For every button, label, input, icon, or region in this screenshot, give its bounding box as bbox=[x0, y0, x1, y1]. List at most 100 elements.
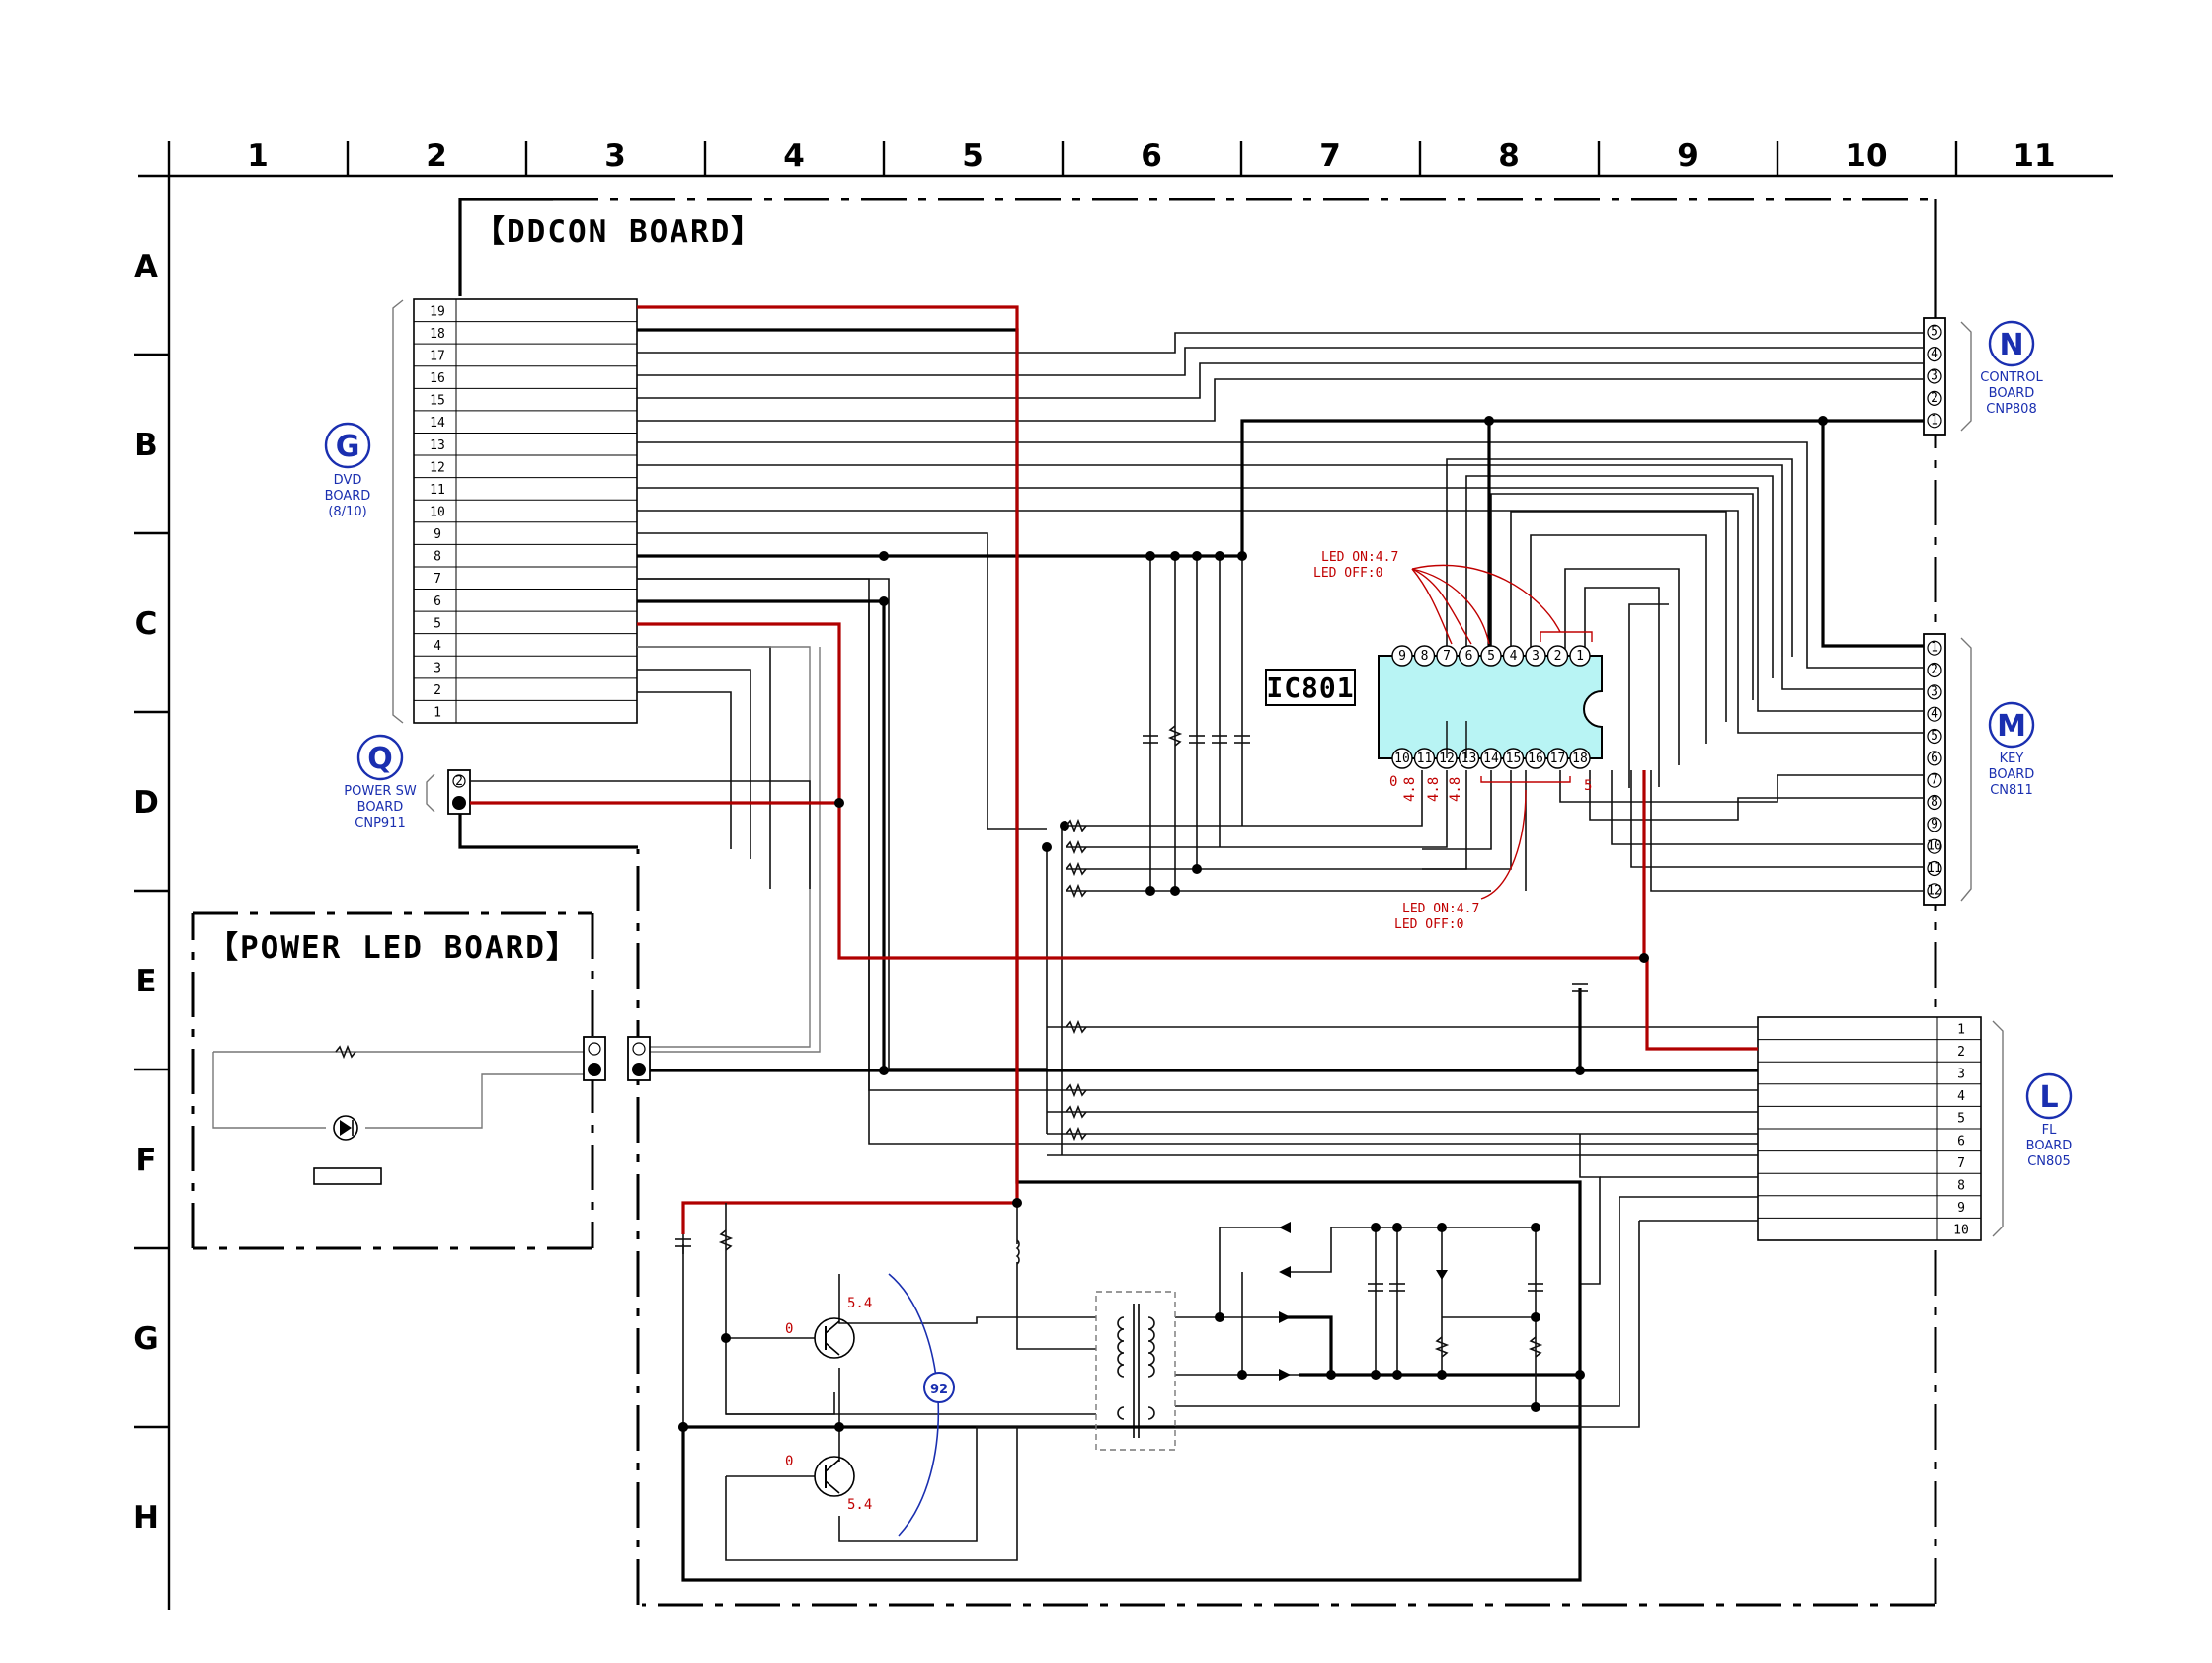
row-label: A bbox=[134, 249, 158, 284]
connector-pin-mark bbox=[1927, 390, 1942, 406]
connector-l-line2: BOARD bbox=[2026, 1139, 2073, 1153]
ic801-pin-mark bbox=[1458, 748, 1480, 769]
transistor-bottom-icon bbox=[814, 1456, 855, 1497]
connector-pin-mark bbox=[1927, 794, 1942, 811]
ic801-bottom-pin: 12 bbox=[1439, 752, 1455, 766]
connector-pin-mark bbox=[1927, 817, 1942, 832]
connector-g-pin: 2 bbox=[434, 683, 441, 698]
col-label: 2 bbox=[426, 138, 447, 174]
capacitor-icon bbox=[1143, 735, 1158, 744]
resistor-icon bbox=[1066, 861, 1087, 877]
connector-q-line3: CNP911 bbox=[355, 816, 405, 831]
led-connectors bbox=[583, 1036, 651, 1081]
ic801-pin-mark bbox=[1569, 748, 1591, 769]
ic801-top-pin: 7 bbox=[1443, 649, 1451, 664]
transformer-icon bbox=[1117, 1304, 1155, 1438]
capacitor-icon bbox=[1572, 983, 1588, 992]
col-label: 10 bbox=[1845, 138, 1887, 174]
connector-pin-mark bbox=[1927, 706, 1942, 722]
ic801-top-pin: 4 bbox=[1510, 649, 1518, 664]
connector-g-pin: 11 bbox=[430, 483, 445, 498]
connector-n-line3: CNP808 bbox=[1986, 402, 2036, 417]
connector-pin-mark bbox=[1927, 324, 1942, 340]
resistor-icon bbox=[1066, 883, 1087, 899]
connector-g-pin: 9 bbox=[434, 527, 441, 542]
q-bottom-collector: 5.4 bbox=[847, 1497, 872, 1513]
connector-n-pin: 1 bbox=[1931, 413, 1938, 428]
connector-g-line3: (8/10) bbox=[328, 505, 366, 519]
connector-pin-mark bbox=[1927, 347, 1942, 362]
q-top-base: 0 bbox=[785, 1321, 793, 1337]
connector-l-pin: 1 bbox=[1957, 1022, 1965, 1037]
resistor-icon bbox=[1066, 818, 1087, 833]
row-label: E bbox=[135, 964, 156, 999]
connector-g-pin: 17 bbox=[430, 349, 445, 363]
ic801-bottom-pin: 15 bbox=[1506, 752, 1522, 766]
connector-m-line2: BOARD bbox=[1989, 767, 2035, 782]
capacitor-icon bbox=[1528, 1283, 1543, 1292]
connector-m-pin: 9 bbox=[1931, 817, 1938, 832]
capacitor-icon bbox=[1389, 1283, 1405, 1292]
ic-voltage-1: 4.8 bbox=[1402, 777, 1418, 802]
ic801-pin-mark bbox=[1525, 748, 1546, 769]
connector-g-pin: 13 bbox=[430, 438, 445, 453]
connector-n-pin: 3 bbox=[1931, 369, 1938, 384]
connector-n-line2: BOARD bbox=[1989, 386, 2035, 401]
connector-l-letter: L bbox=[2039, 1080, 2058, 1115]
power-nets bbox=[637, 328, 1924, 1582]
ic801-pin-mark bbox=[1502, 748, 1525, 769]
connector-m-pin: 10 bbox=[1927, 839, 1942, 854]
connector-q-line2: BOARD bbox=[357, 800, 404, 815]
connector-n-line1: CONTROL bbox=[1980, 370, 2043, 385]
grid-frame: 1 2 3 4 5 6 7 8 9 10 11 A B C D E F G H bbox=[133, 138, 2113, 1610]
power-led-board-title: 【POWER LED BOARD】 bbox=[207, 930, 579, 966]
connector-g-letter: G bbox=[336, 430, 360, 464]
zener-icon bbox=[1436, 1270, 1448, 1280]
ic-voltage-2: 4.8 bbox=[1426, 777, 1442, 802]
connector-n-pin: 2 bbox=[1931, 391, 1938, 406]
connector-l-line1: FL bbox=[2042, 1123, 2057, 1138]
connector-g-pin: 14 bbox=[430, 416, 445, 431]
resistor-icon bbox=[718, 1229, 734, 1251]
connector-pin-mark bbox=[1927, 640, 1942, 656]
col-label: 11 bbox=[2013, 138, 2055, 174]
ic801-top-pin: 2 bbox=[1554, 649, 1562, 664]
ic801-bottom-pin: 10 bbox=[1394, 752, 1410, 766]
row-label: C bbox=[135, 606, 158, 642]
junction-dots bbox=[678, 416, 1828, 1432]
resistor-icon bbox=[335, 1044, 356, 1060]
diode-icon bbox=[1279, 1222, 1291, 1233]
connector-pin-mark bbox=[1927, 751, 1942, 766]
ic801-pin-mark bbox=[1391, 748, 1413, 769]
waveform-ref: 92 bbox=[930, 1383, 948, 1397]
connector-q-letter: Q bbox=[367, 742, 393, 776]
connector-g-pin: 16 bbox=[430, 371, 445, 386]
led-annotations: LED ON:4.7 LED OFF:0 LED ON:4.7 LED OFF:… bbox=[1313, 550, 1593, 932]
row-label: B bbox=[134, 428, 158, 463]
capacitor-icon bbox=[1368, 1283, 1383, 1292]
row-dividers bbox=[134, 353, 169, 1429]
col-label: 7 bbox=[1319, 138, 1341, 174]
ic801-bottom-pin: 11 bbox=[1417, 752, 1433, 766]
connector-m-pin: 3 bbox=[1931, 684, 1938, 699]
ic801-pin-mark bbox=[1546, 645, 1569, 667]
connector-l-pin: 4 bbox=[1957, 1089, 1965, 1104]
resistor-icon bbox=[1066, 1019, 1087, 1035]
ddcon-board-title: 【DDCON BOARD】 bbox=[474, 214, 763, 250]
ic-voltage-3: 4.8 bbox=[1448, 777, 1463, 802]
connector-g-pin: 15 bbox=[430, 394, 445, 409]
ic801-pin-mark bbox=[1413, 645, 1436, 667]
connector-q-pin: 2 bbox=[455, 774, 463, 789]
connector-g-pin: 4 bbox=[434, 639, 441, 654]
red-nets bbox=[470, 305, 1758, 1234]
connector-pin-mark bbox=[1927, 883, 1942, 899]
connector-n-pin: 4 bbox=[1931, 347, 1938, 361]
led-bottom-on: LED ON:4.7 bbox=[1402, 902, 1479, 916]
